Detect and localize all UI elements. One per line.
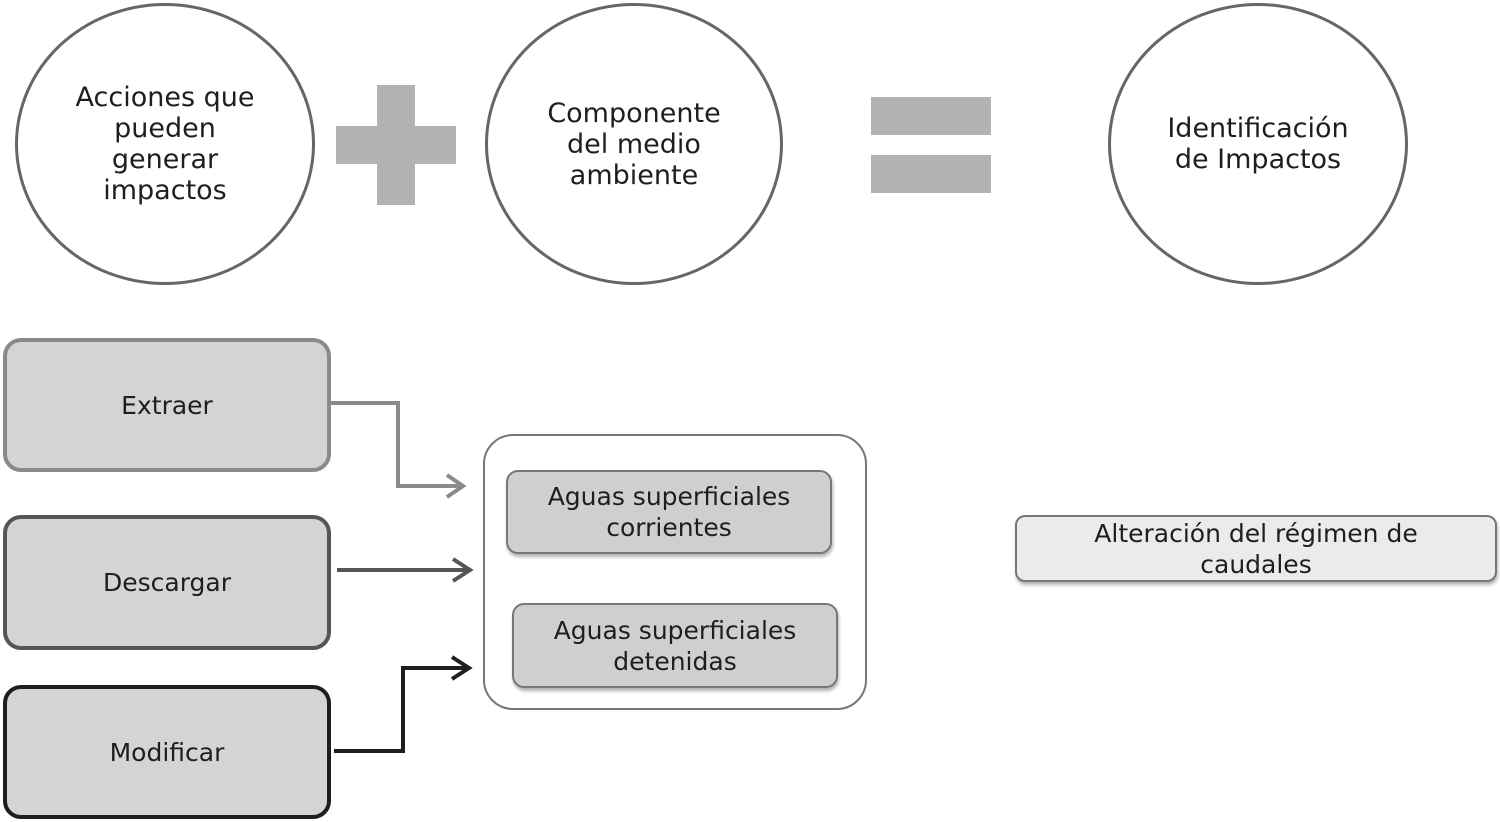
circle-componente-label: Componente del medio ambiente [547, 97, 721, 191]
circle-identificacion-label: Identificación de Impactos [1167, 113, 1349, 175]
circle-acciones-label: Acciones que pueden generar impactos [75, 82, 255, 206]
action-modificar-label: Modificar [109, 737, 225, 767]
arrow-modificar [334, 655, 473, 753]
circle-componente: Componente del medio ambiente [485, 3, 783, 285]
circle-acciones: Acciones que pueden generar impactos [15, 3, 315, 285]
action-descargar-label: Descargar [102, 568, 232, 597]
impact-box: Alteración del régimen de caudales [1015, 515, 1497, 582]
component-corrientes: Aguas superficiales corrientes [506, 470, 832, 554]
action-extraer: Extraer [3, 338, 331, 472]
arrow-extraer [331, 401, 467, 499]
component-detenidas-label: Aguas superficiales detenidas [553, 615, 797, 676]
impact-label: Alteración del régimen de caudales [1094, 518, 1418, 579]
arrow-descargar [337, 557, 474, 583]
action-extraer-label: Extraer [121, 390, 213, 420]
circle-identificacion: Identificación de Impactos [1108, 3, 1408, 285]
component-detenidas: Aguas superficiales detenidas [512, 603, 838, 688]
component-corrientes-label: Aguas superficiales corrientes [547, 482, 791, 542]
equals-icon [871, 97, 991, 193]
action-modificar: Modificar [3, 685, 331, 819]
plus-icon [336, 85, 456, 205]
action-descargar: Descargar [3, 515, 331, 650]
